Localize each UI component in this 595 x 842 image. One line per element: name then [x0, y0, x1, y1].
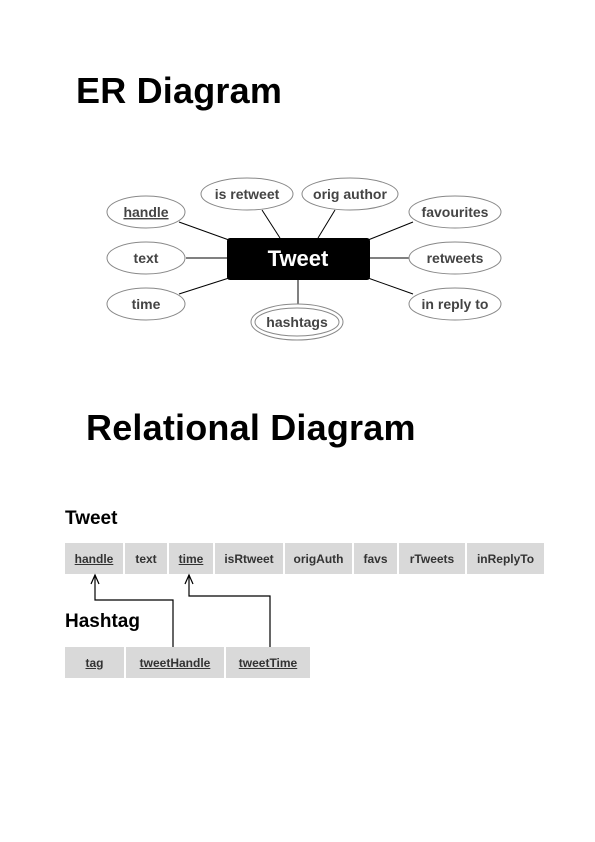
attr-favourites-label: favourites [422, 204, 489, 220]
fk-arrow-tweettime-to-time [188, 575, 271, 647]
hashtag-col-tweettime: tweetTime [224, 647, 310, 678]
attr-orig-author-ellipse [301, 177, 399, 211]
tweet-col-favs: favs [352, 543, 397, 574]
attr-handle-label: handle [123, 204, 168, 220]
tweet-col-inreplyto: inReplyTo [465, 543, 544, 574]
attr-in-reply-to-label: in reply to [422, 296, 489, 312]
attr-favourites-ellipse [408, 195, 502, 229]
fk-arrow-head-handle [90, 573, 100, 585]
fk-arrow-head-time [184, 573, 194, 585]
tweet-entity-box [227, 238, 370, 280]
tweet-col-text: text [123, 543, 167, 574]
attr-is-retweet-ellipse [200, 177, 294, 211]
er-connector [178, 277, 230, 295]
tweet-col-rtweets: rTweets [397, 543, 465, 574]
tweet-entity-label: Tweet [268, 246, 329, 271]
er-connector [367, 221, 414, 241]
tweet-table: handle text time isRtweet origAuth favs … [65, 543, 544, 574]
attr-text-ellipse [106, 241, 186, 275]
tweet-table-name: Tweet [65, 508, 118, 529]
attr-retweets-ellipse [408, 241, 502, 275]
er-diagram: Tweet handle is retweet orig author favo… [106, 177, 502, 341]
er-connector [367, 277, 414, 295]
tweet-col-isrtweet: isRtweet [213, 543, 283, 574]
attr-time-label: time [132, 296, 161, 312]
tweet-col-origauth: origAuth [283, 543, 352, 574]
attr-retweets-label: retweets [427, 250, 484, 266]
er-connector [178, 221, 230, 241]
er-diagram-title: ER Diagram [76, 70, 283, 111]
attr-orig-author-label: orig author [313, 186, 387, 202]
attr-handle-ellipse [106, 195, 186, 229]
attr-text-label: text [134, 250, 159, 266]
tweet-col-handle: handle [65, 543, 123, 574]
hashtag-table: tag tweetHandle tweetTime [65, 647, 310, 678]
relational-diagram-title: Relational Diagram [86, 407, 416, 448]
er-connector [261, 209, 281, 239]
attr-hashtags-ellipse-inner [254, 307, 340, 337]
attr-hashtags-label: hashtags [266, 314, 328, 330]
attr-in-reply-to-ellipse [408, 287, 502, 321]
attr-is-retweet-label: is retweet [215, 186, 280, 202]
attr-time-ellipse [106, 287, 186, 321]
hashtag-table-name: Hashtag [65, 611, 140, 632]
er-connector [317, 209, 336, 239]
hashtag-col-tweethandle: tweetHandle [124, 647, 224, 678]
tweet-col-time: time [167, 543, 213, 574]
hashtag-col-tag: tag [65, 647, 124, 678]
